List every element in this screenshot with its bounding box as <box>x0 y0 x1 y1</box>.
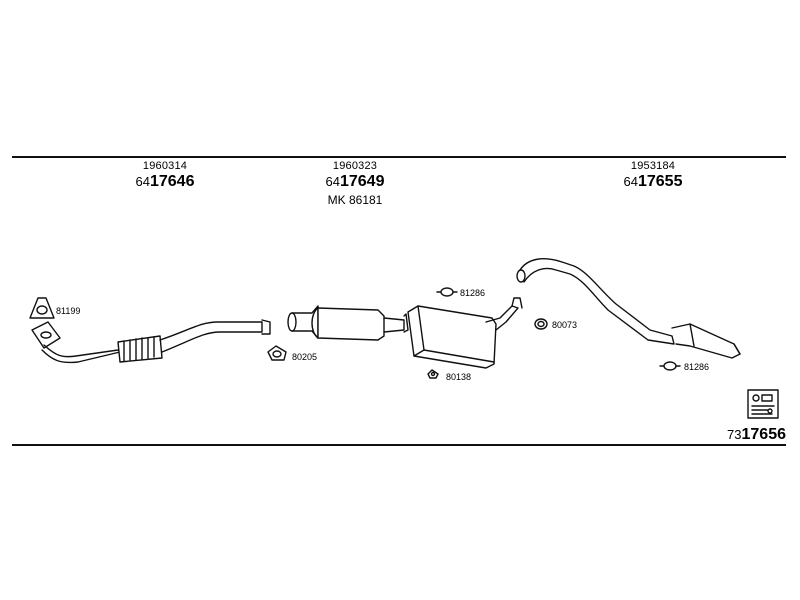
ref-label-81286-right: 81286 <box>684 362 709 372</box>
gasket-81199 <box>29 297 55 319</box>
top-divider-line <box>12 156 786 158</box>
rear-pipe-muffler <box>516 258 741 359</box>
intermediate-muffler <box>407 297 523 369</box>
set-number: 7317656 <box>727 426 786 443</box>
gasket-80205 <box>267 345 287 361</box>
center-muffler <box>287 305 409 341</box>
hanger-81286-right <box>659 361 681 371</box>
part-number: 6417649 <box>325 173 385 190</box>
ref-label-80138: 80138 <box>446 372 471 382</box>
ref-label-80073: 80073 <box>552 320 577 330</box>
mounting-kit-number: MK 86181 <box>327 193 383 207</box>
front-pipe <box>31 319 271 364</box>
hanger-81286-top <box>436 287 458 297</box>
clamp-80138 <box>427 369 439 379</box>
part-number: 6417655 <box>623 173 683 190</box>
bottom-divider-line <box>12 444 786 446</box>
oe-number: 1953184 <box>630 160 676 172</box>
ref-label-81286-top: 81286 <box>460 288 485 298</box>
oe-number: 1960323 <box>332 160 378 172</box>
ref-label-80205: 80205 <box>292 352 317 362</box>
part-number: 6417646 <box>135 173 195 190</box>
gasket-80073 <box>534 318 548 330</box>
mounting-kit-icon <box>747 389 779 419</box>
oe-number: 1960314 <box>142 160 188 172</box>
part-header-center-muffler: 1960323 6417649 MK 86181 <box>300 160 410 207</box>
part-header-rear-muffler: 1953184 6417655 <box>598 160 708 191</box>
part-header-front-pipe: 1960314 6417646 <box>110 160 220 191</box>
ref-label-81199: 81199 <box>56 306 80 316</box>
